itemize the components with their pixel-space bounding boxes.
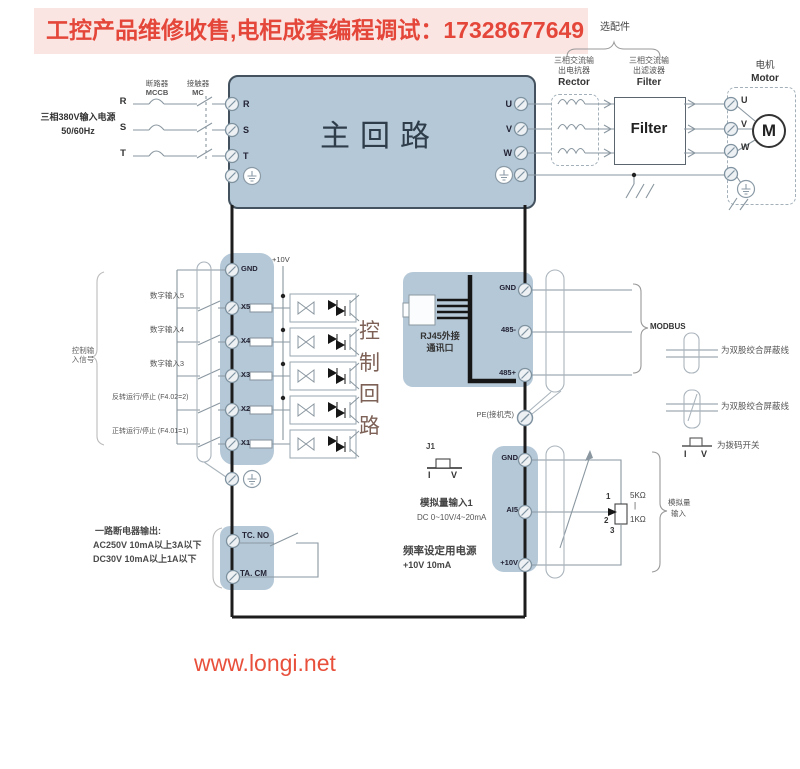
pot-pin-1: 1 <box>606 492 611 501</box>
term-relay-tcno: TC. NO <box>242 531 270 540</box>
breaker-name: 断路器 <box>145 79 169 88</box>
main-in-t: T <box>243 151 249 161</box>
freq-supply-label: 频率设定用电源 <box>403 545 477 557</box>
main-circuit-title: 主回路 <box>320 120 440 153</box>
legend-symbols <box>666 332 718 447</box>
term-analog-10v: +10V <box>500 558 518 567</box>
main-out-u: U <box>505 99 513 109</box>
breaker-code: MCCB <box>145 88 169 97</box>
analog-wiring <box>427 445 668 579</box>
pe-label: PE(接机壳) <box>476 410 515 419</box>
reactor-box <box>551 94 599 166</box>
di-label-2: 数字输入4 <box>149 325 185 334</box>
motor-box <box>727 87 796 205</box>
contactor-code: MC <box>192 88 204 97</box>
phase-t: T <box>120 148 126 159</box>
j1-switch-i: I <box>428 470 431 480</box>
motor-label-cn: 电机 <box>755 60 775 71</box>
optocoupler-circuits <box>289 293 360 459</box>
motor-term-w: W <box>741 142 750 152</box>
term-485-minus: 485- <box>500 325 516 334</box>
rj45-port-label-2: 通讯口 <box>426 343 454 353</box>
motor-term-v: V <box>741 119 748 129</box>
main-out-v: V <box>505 124 512 134</box>
term-x2: X2 <box>241 404 251 413</box>
term-analog-gnd: GND <box>501 453 518 462</box>
filter-box-label: Filter <box>630 120 668 137</box>
motor-label-en: Motor <box>751 73 779 84</box>
filter-label-en: Filter <box>636 77 662 88</box>
reactor-label-en: Rector <box>558 77 590 88</box>
term-relay-tacm: TA. CM <box>240 569 267 578</box>
legend-dip-v: V <box>701 449 708 459</box>
term-analog-ai5: AI5 <box>506 505 518 514</box>
legend-shielded-2: 为双股绞合屏蔽线 <box>721 401 790 411</box>
reactor-label-2: 出电抗器 <box>558 66 590 75</box>
motor-symbol: M <box>761 121 777 140</box>
control-bracket-line2: 入信号 <box>71 354 95 364</box>
pot-value-top: 5KΩ <box>630 491 646 500</box>
reactor-label-1: 三相交流输 <box>554 56 594 65</box>
control-circuit-title: 控制回路 <box>359 320 380 438</box>
motor-term-u: U <box>741 95 748 105</box>
main-in-s: S <box>243 125 250 135</box>
main-out-w: W <box>503 148 513 158</box>
comm-wiring <box>527 269 649 415</box>
pot-value-bottom: 1KΩ <box>630 515 646 524</box>
j1-label: J1 <box>426 442 435 451</box>
legend-dip-i: I <box>684 449 687 459</box>
control-bracket-label: 控制输 入信号 <box>68 346 98 364</box>
di-label-5: 正转运行/停止 (F4.01=1) <box>112 428 189 435</box>
plus10v-label: +10V <box>272 255 290 264</box>
digital-terminal-strip <box>220 253 274 465</box>
contactor-name: 接触器 <box>186 79 210 88</box>
di-label-4: 反转运行/停止 (F4.02=2) <box>112 394 189 401</box>
term-x4: X4 <box>241 336 251 345</box>
filter-box <box>614 97 686 165</box>
phase-r: R <box>119 96 127 107</box>
analog-input-label: 模拟量输入1 <box>420 498 473 509</box>
rj45-port-label-1: RJ45外接 <box>420 331 460 341</box>
main-in-r: R <box>243 99 250 109</box>
term-x5: X5 <box>241 302 251 311</box>
main-circuit-block <box>228 75 536 209</box>
filter-label-1: 三相交流输 <box>629 56 669 65</box>
website-link[interactable]: www.longi.net <box>194 650 336 676</box>
legend-shielded-1: 为双股绞合屏蔽线 <box>721 345 790 355</box>
relay-spec-1: AC250V 10mA以上3A以下 <box>93 540 202 550</box>
analog-input-range: DC 0~10V/4~20mA <box>417 513 487 522</box>
analog-bracket-label-1: 模拟量 <box>668 498 691 507</box>
relay-spec-2: DC30V 10mA以上1A以下 <box>93 554 197 564</box>
options-label: 选配件 <box>600 22 630 33</box>
legend-dip-switch: 为拨码开关 <box>717 440 760 450</box>
modbus-label: MODBUS <box>650 322 686 331</box>
relay-title: 一路断电器输出: <box>95 526 161 536</box>
pot-pin-2: 2 <box>604 516 609 525</box>
term-comm-gnd: GND <box>499 283 516 292</box>
term-x1: X1 <box>241 438 251 447</box>
promo-banner-text: 工控产品维修收售,电柜成套编程调试：17328677649 <box>46 17 585 43</box>
term-x3: X3 <box>241 370 251 379</box>
term-gnd: GND <box>241 264 258 273</box>
term-485-plus: 485+ <box>499 368 516 377</box>
filter-label-2: 出滤波器 <box>633 66 665 75</box>
promo-banner <box>34 8 588 54</box>
freq-supply-spec: +10V 10mA <box>403 560 452 570</box>
pot-pin-3: 3 <box>610 526 615 535</box>
supply-label-1: 三相380V输入电源 <box>40 112 116 122</box>
phase-s: S <box>119 122 127 133</box>
control-bracket-line1: 控制输 <box>71 346 95 355</box>
analog-bracket-label-2: 输入 <box>671 509 686 518</box>
di-label-1: 数字输入5 <box>149 291 185 300</box>
input-wiring <box>133 96 226 162</box>
supply-label-2: 50/60Hz <box>61 126 95 136</box>
j1-switch-v: V <box>451 470 458 480</box>
pot-value-sep: | <box>634 501 637 510</box>
di-label-3: 数字输入3 <box>149 359 185 368</box>
